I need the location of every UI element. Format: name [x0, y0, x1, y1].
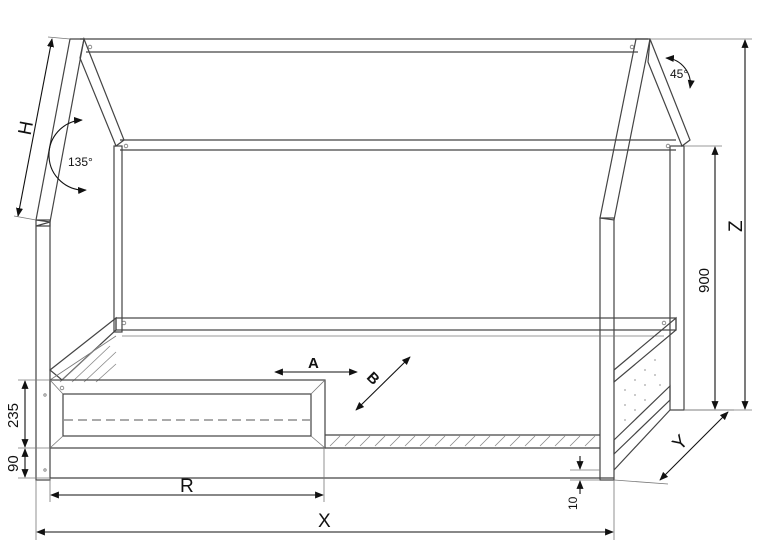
label-Z: Z [726, 220, 747, 232]
right-gable-frame [599, 38, 691, 481]
label-X: X [318, 511, 331, 532]
ridge-beam [80, 38, 648, 53]
angle-45 [665, 55, 695, 89]
dimension-B [355, 356, 411, 411]
back-top-rail [120, 139, 676, 151]
dimension-R [49, 448, 325, 502]
dimension-H [13, 36, 71, 221]
label-10: 10 [566, 496, 580, 510]
left-gable-frame [35, 36, 125, 481]
label-angle-45: 45° [670, 67, 688, 81]
label-235: 235 [5, 403, 22, 428]
label-A: A [308, 355, 319, 372]
back-side-rail [115, 317, 677, 337]
dimension-900 [684, 145, 722, 410]
angle-135 [48, 116, 87, 194]
dimension-Y [613, 409, 734, 485]
label-angle-135: 135° [68, 155, 93, 169]
label-900: 900 [696, 268, 713, 293]
label-R: R [180, 476, 194, 497]
left-end-rails [49, 316, 117, 383]
dimension-235 [18, 379, 50, 479]
slats-hatching [329, 435, 596, 447]
dimension-10 [570, 456, 600, 494]
dimension-X [35, 480, 615, 540]
right-end-rails [613, 316, 677, 471]
label-B: B [363, 369, 383, 389]
label-H: H [15, 119, 38, 136]
front-bottom-rail [50, 434, 614, 479]
front-guard-panel [43, 379, 326, 472]
label-90: 90 [5, 455, 22, 472]
